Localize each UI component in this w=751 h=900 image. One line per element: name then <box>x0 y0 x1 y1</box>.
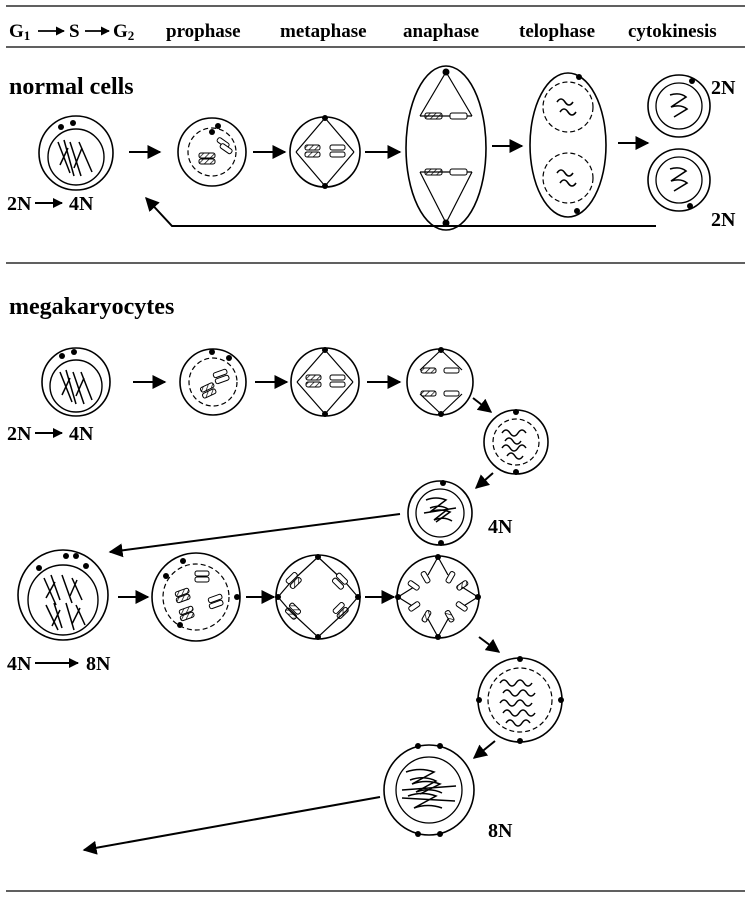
g1-label: G1 <box>9 21 30 43</box>
mega-4n-cell <box>407 480 473 546</box>
mega-8n-cell <box>383 743 475 837</box>
mega2-telophase-cell <box>476 656 564 744</box>
normal-daughter-ploidy-top: 2N <box>711 77 736 99</box>
normal-daughter-cell-bottom <box>647 148 711 212</box>
mega-final-arrow <box>82 796 381 855</box>
phase-label-telophase: telophase <box>519 21 595 42</box>
mega-g2-cell-2 <box>17 549 109 641</box>
mega-8n-result-ploidy: 8N <box>488 820 513 842</box>
mega2-metaphase-cell <box>275 554 361 640</box>
phase-label-metaphase: metaphase <box>280 21 367 42</box>
normal-daughter-cell-top <box>647 74 711 138</box>
mega1-prophase-cell <box>179 348 247 416</box>
mega2-start-ploidy-left: 4N <box>7 653 32 675</box>
normal-daughter-ploidy-bottom: 2N <box>711 209 736 231</box>
mega-4n-result-ploidy: 4N <box>488 516 513 538</box>
mega1-metaphase-cell <box>290 347 360 417</box>
phase-label-anaphase: anaphase <box>403 21 479 42</box>
megakaryocytes-title: megakaryocytes <box>9 294 174 320</box>
normal-return-arrow <box>145 196 656 227</box>
mega1-arrow-5 <box>474 472 494 489</box>
normal-start-ploidy-right: 4N <box>69 193 94 215</box>
normal-telophase-cell <box>529 72 607 218</box>
normal-cells-section: normal cells 2N 4N <box>6 65 745 264</box>
mega1-telophase-cell <box>483 409 549 475</box>
mega2-prophase-cell <box>151 552 241 642</box>
mega1-arrow-4 <box>472 397 493 413</box>
phase-label-prophase: prophase <box>166 21 241 42</box>
s-label: S <box>69 21 80 42</box>
normal-cells-title: normal cells <box>9 74 134 100</box>
phase-label-cytokinesis: cytokinesis <box>628 21 717 42</box>
normal-anaphase-cell <box>405 65 487 231</box>
mega-arrow-to-round2 <box>108 513 401 558</box>
mega2-anaphase-cell <box>395 554 481 640</box>
normal-g2-cell <box>38 115 114 191</box>
mega2-arrow-5 <box>472 740 496 759</box>
normal-metaphase-cell <box>289 115 361 189</box>
mega2-start-ploidy-right: 8N <box>86 653 111 675</box>
megakaryocytes-section: megakaryocytes 2N 4N <box>6 294 745 892</box>
mega-g2-cell-1 <box>41 347 111 417</box>
mega2-arrow-4 <box>478 636 501 653</box>
mega1-anaphase-cell <box>406 347 474 417</box>
mega1-start-ploidy-right: 4N <box>69 423 94 445</box>
g2-label: G2 <box>113 21 134 43</box>
header: G1 S G2 prophase metaphase anaphase telo… <box>6 5 745 48</box>
normal-prophase-cell <box>177 117 247 187</box>
mega1-start-ploidy-left: 2N <box>7 423 32 445</box>
normal-start-ploidy-left: 2N <box>7 193 32 215</box>
